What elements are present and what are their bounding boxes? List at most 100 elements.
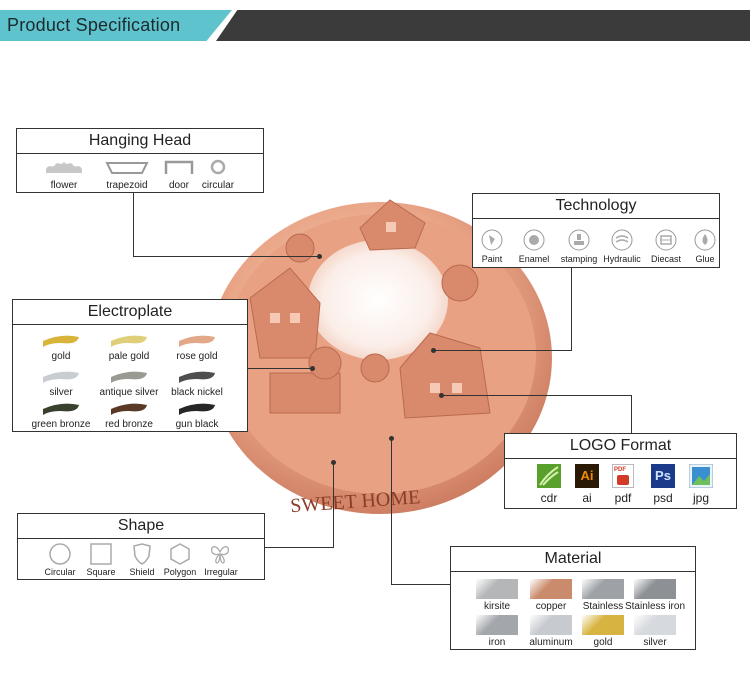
shield-shape-icon [133,543,151,565]
material-label: kirsite [483,601,511,612]
hydraulic-icon [611,229,633,251]
hanging-head-label: circular [201,180,235,191]
product-image: SWEET HOME [208,199,552,517]
electroplate-label: antique silver [99,387,159,398]
shape-title: Shape [18,514,264,539]
electroplate-swatch [43,371,79,383]
glue-icon [694,229,716,251]
connector-dot [317,254,322,259]
hanging-head-label: flower [50,180,78,191]
material-label: silver [643,637,667,648]
door-icon [164,160,194,174]
material-swatch [530,579,572,599]
logo-format-label: psd [653,491,673,505]
electroplate-swatch [43,403,79,415]
diecast-icon [655,229,677,251]
connector-line [441,395,632,396]
shape-label: Circular [44,567,76,577]
shape-label: Polygon [163,567,197,577]
electroplate-label: green bronze [31,419,91,430]
connector-dot [439,393,444,398]
electroplate-swatch [111,403,147,415]
shape-label: Square [86,567,116,577]
material-label: gold [593,637,613,648]
logo-format-panel: LOGO Format cdr Ai ai PDF pdf Ps psd jpg [504,433,737,509]
electroplate-title: Electroplate [13,300,247,325]
electroplate-swatch [43,335,79,347]
hanging-head-panel: Hanging Head flower trapezoid door circu… [16,128,264,193]
hanging-head-title: Hanging Head [17,129,263,154]
cdr-icon [537,464,561,488]
hanging-head-label: door [168,180,189,191]
ring-center [308,240,448,360]
banner-bar [216,10,750,41]
electroplate-swatch [179,371,215,383]
connector-dot [389,436,394,441]
square-shape-icon [90,543,112,565]
material-swatch [476,615,518,635]
connector-line [391,584,450,585]
enamel-icon [523,229,545,251]
material-label: Stainless [582,601,624,612]
connector-line [248,368,312,369]
header-banner: Product Specification [0,10,750,41]
technology-title: Technology [473,194,719,219]
material-label: copper [535,601,567,612]
electroplate-label: black nickel [171,387,223,398]
pdf-icon: PDF [612,464,634,488]
electroplate-swatch [179,403,215,415]
electroplate-swatch [111,335,147,347]
connector-line [571,268,572,351]
electroplate-label: pale gold [108,351,150,362]
technology-label: Enamel [518,254,550,264]
technology-label: stamping [560,254,598,264]
flower-icon [46,162,82,173]
connector-dot [431,348,436,353]
ai-icon: Ai [575,464,599,488]
polygon-shape-icon [170,543,190,565]
material-swatch [476,579,518,599]
connector-line [433,350,572,351]
paint-icon [481,229,503,251]
connector-line [133,256,319,257]
material-label: iron [488,637,506,648]
ring-windows [270,222,462,393]
technology-label: Diecast [650,254,681,264]
electroplate-label: gold [51,351,71,362]
shape-label: Shield [129,567,155,577]
shape-panel: Shape Circular Square Shield Polygon Irr… [17,513,265,580]
trapezoid-icon [105,162,149,174]
stamping-icon [568,229,590,251]
technology-label: Glue [695,254,715,264]
connector-line [631,395,632,433]
banner-accent [0,10,232,41]
electroplate-swatch [179,335,215,347]
logo-format-label: cdr [540,491,558,505]
connector-line [265,547,334,548]
connector-dot [331,460,336,465]
material-swatch [582,615,624,635]
material-title: Material [451,547,695,572]
connector-dot [310,366,315,371]
material-swatch [582,579,624,599]
technology-label: Paint [481,254,503,264]
shape-label: Irregular [204,567,238,577]
logo-format-label: jpg [692,491,709,505]
electroplate-label: gun black [175,419,219,430]
technology-label: Hydraulic [603,254,641,264]
logo-format-label: ai [582,491,592,505]
electroplate-label: red bronze [105,419,153,430]
material-swatch [530,615,572,635]
page-title: Product Specification [7,15,181,35]
connector-line [333,462,334,548]
material-swatch [634,579,676,599]
ps-icon: Ps [651,464,675,488]
connector-line [133,193,134,257]
circular-icon [210,159,226,175]
material-label: aluminum [529,637,573,648]
technology-panel: Technology Paint Enamel stamping Hydraul… [472,193,720,268]
electroplate-label: silver [49,387,73,398]
jpg-icon [689,464,713,488]
